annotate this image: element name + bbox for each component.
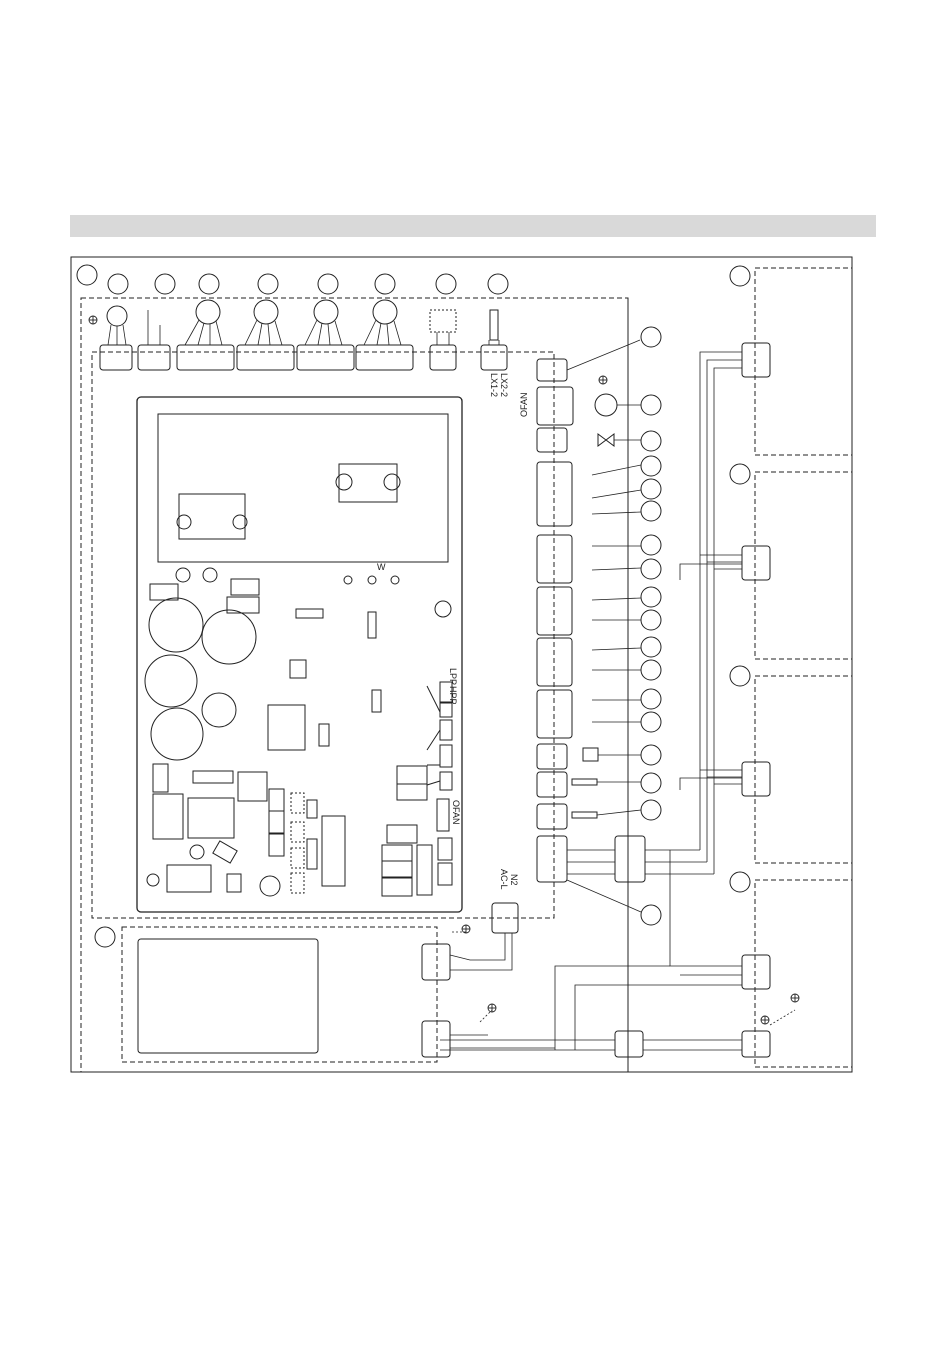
indoor-connector-e (742, 1031, 770, 1057)
label-ofan-board: OFAN (451, 800, 461, 825)
lower-dashed-box (122, 927, 437, 1062)
board-dashed-box (92, 352, 554, 918)
label-lx2: LX2-2 (499, 373, 509, 397)
connector-sensor-6 (537, 744, 567, 769)
label-hpp: HPP (448, 686, 458, 705)
indoor-connector-b (742, 546, 770, 580)
label-lx1: LX1-2 (489, 373, 499, 397)
connector-eev-d (356, 345, 413, 370)
connector-ofan (537, 387, 573, 425)
relay-connector (615, 1031, 643, 1057)
connector-eev-b (237, 345, 294, 370)
connector-compressor (100, 345, 132, 370)
indoor-connector-c (742, 762, 770, 796)
indoor-connector-d (742, 955, 770, 989)
connector-comm-relay (615, 836, 645, 882)
connector-r1 (537, 359, 567, 381)
connector-heater-1 (537, 772, 567, 797)
connector-power-in (422, 944, 450, 980)
label-ofan-top: OFAN (519, 392, 529, 417)
indoor-connector-a (742, 343, 770, 377)
connector-reactor (430, 345, 456, 370)
connector-eev-a (177, 345, 234, 370)
label-lpp: LPP (448, 668, 458, 685)
connector-power-out (422, 1021, 450, 1057)
main-pcb (137, 397, 462, 912)
connector-heater (138, 345, 170, 370)
label-n2: N2 (509, 874, 519, 886)
pcb-module (158, 414, 448, 562)
label-acl: AC-L (499, 869, 509, 890)
connector-4way (537, 428, 567, 452)
connector-lx (481, 345, 507, 370)
filter-module (138, 939, 318, 1053)
connector-heater-2 (537, 804, 567, 829)
callout-circles (77, 265, 750, 947)
connector-comm (537, 836, 567, 882)
connector-eev-c (297, 345, 354, 370)
label-w: W (377, 562, 386, 572)
